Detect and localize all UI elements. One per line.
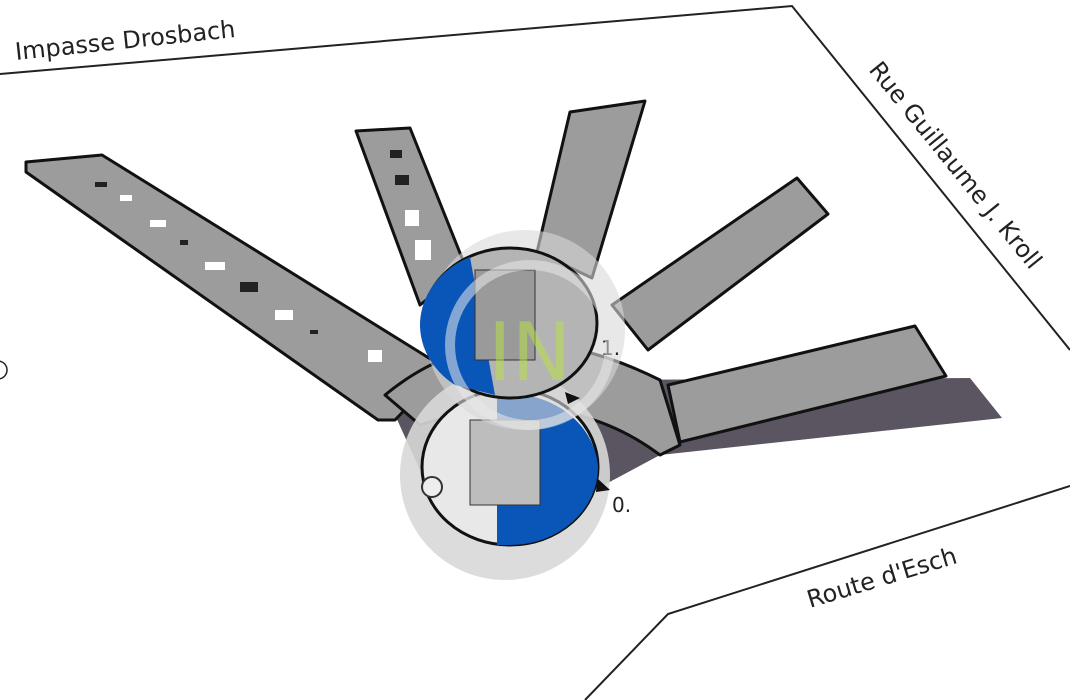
street-lines [0,4,1070,700]
wing-east [610,176,830,352]
map-control-button[interactable] [0,360,8,380]
street-label-impasse-drosbach: Impasse Drosbach [14,15,237,66]
room-details [95,150,431,362]
street-label-rue-guillaume-kroll: Rue Guillaume J. Kroll [863,56,1047,274]
level-0-label[interactable]: 0. [612,493,631,517]
watermark-text: IN [488,306,571,399]
wing-west [24,153,447,422]
watermark-logo: IN [445,260,615,430]
street-label-route-desch: Route d'Esch [804,542,961,614]
wing-southeast [666,324,948,444]
